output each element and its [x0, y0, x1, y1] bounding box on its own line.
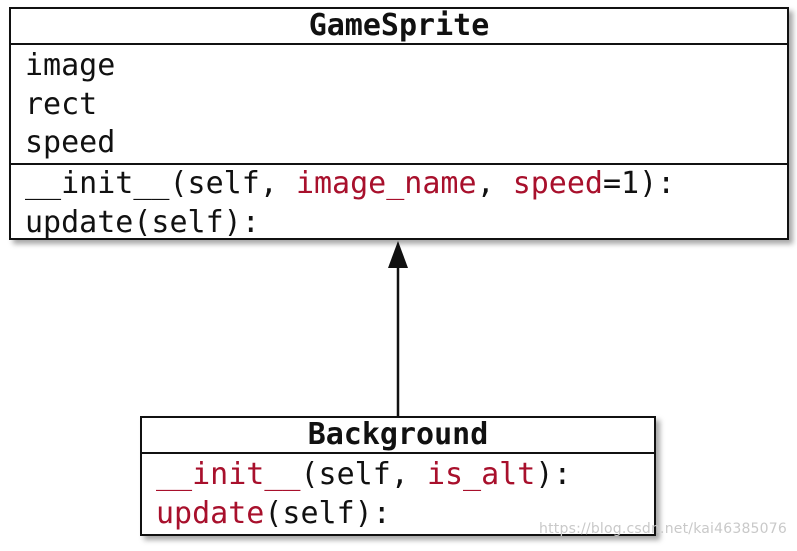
- inheritance-arrow-head: [388, 241, 408, 268]
- param-is-alt: is_alt: [426, 457, 536, 492]
- method-update: update(self):: [25, 204, 260, 240]
- method-init: __init__(self, is_alt):: [156, 456, 654, 495]
- attribute-speed: speed: [25, 125, 116, 160]
- method-init-open: (self,: [300, 457, 427, 492]
- method-update: update(self):: [156, 495, 654, 534]
- method-init: __init__(self, image_name, speed=1):: [25, 165, 787, 204]
- param-image-name: image_name: [295, 166, 477, 201]
- method-init-suffix: =1):: [603, 166, 676, 201]
- methods-section: __init__(self, is_alt): update(self):: [142, 454, 654, 533]
- class-name: GameSprite: [11, 9, 787, 45]
- method-init-sep: ,: [476, 166, 513, 201]
- attribute-rect: rect: [25, 86, 98, 122]
- method-init-name: __init__: [156, 457, 301, 492]
- watermark: https://blog.csdn.net/kai46385076: [539, 521, 787, 537]
- method-update-name: update: [156, 495, 265, 531]
- method-update-rest: (self):: [264, 495, 391, 531]
- attributes-section: image rect speed: [11, 45, 787, 163]
- method-init-prefix: __init__(self,: [25, 166, 296, 201]
- param-speed: speed: [512, 166, 603, 201]
- class-name: Background: [142, 418, 654, 454]
- class-game-sprite[interactable]: GameSprite image rect speed __init__(sel…: [9, 7, 789, 240]
- methods-section: __init__(self, image_name, speed=1): upd…: [11, 163, 787, 242]
- attribute-image: image: [25, 48, 116, 83]
- class-background[interactable]: Background __init__(self, is_alt): updat…: [140, 416, 656, 536]
- method-init-close: ):: [535, 457, 572, 492]
